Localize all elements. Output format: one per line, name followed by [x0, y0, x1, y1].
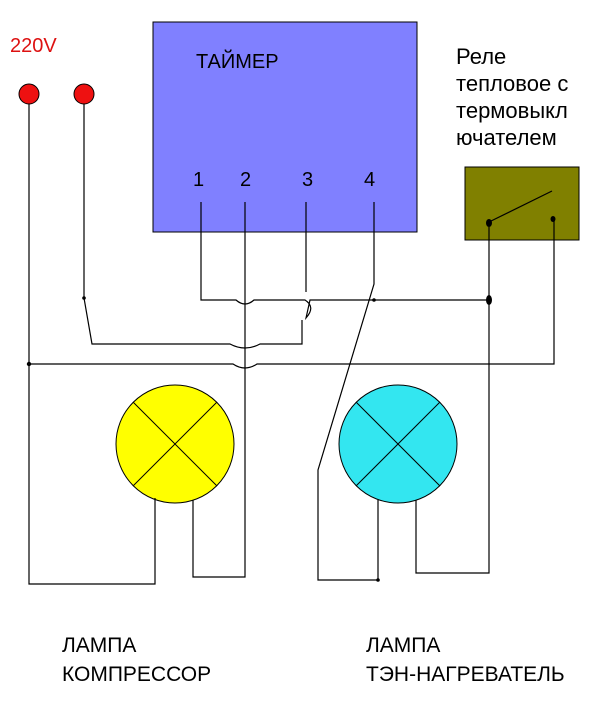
lamp-heater-cross-b [355, 401, 441, 487]
wire-supply-left [28, 104, 156, 585]
lamp-compressor-label-line-1: ЛАМПА [62, 634, 136, 657]
relay-contact-right [550, 216, 556, 222]
relay-box [464, 166, 580, 241]
wire-terminal-4 [317, 202, 379, 581]
wire-common-bus [27, 219, 555, 369]
relay-contact-left [486, 219, 492, 227]
wire-terminal-2 [192, 202, 246, 578]
lamp-compressor-cross-b [132, 401, 218, 487]
wire-relay-lamp-heater [415, 227, 490, 574]
timer-terminal-2: 2 [240, 169, 251, 191]
relay-label-line-2: тепловое с [456, 71, 568, 96]
timer-box [152, 21, 418, 233]
wire-supply-right [83, 104, 303, 349]
junction-supply-right [82, 296, 86, 300]
timer-terminal-4: 4 [364, 169, 375, 191]
wire-terminal-1 [200, 202, 489, 321]
junction-supply-left [26, 361, 32, 367]
junction-lamp-heater-bottom [376, 578, 380, 582]
relay-label-line-3: термовыкл [456, 98, 568, 123]
supply-terminal-right [73, 83, 95, 105]
lamp-heater-label-line-1: ЛАМПА [366, 634, 440, 657]
lamp-compressor-label-line-2: КОМПРЕССОР [62, 663, 211, 686]
lamp-heater-label-line-2: ТЭН-НАГРЕВАТЕЛЬ [366, 663, 565, 686]
relay-label-line-4: ючателем [456, 125, 557, 150]
supply-voltage-label: 220V [10, 35, 57, 57]
timer-title: ТАЙМЕР [196, 49, 279, 73]
junction-terminal-4 [372, 298, 376, 302]
wires [26, 104, 555, 585]
supply-terminal-left [18, 83, 40, 105]
timer-terminal-1: 1 [193, 169, 204, 191]
junction-relay [486, 295, 492, 305]
timer-terminal-3: 3 [302, 169, 313, 191]
relay-label-line-1: Реле [456, 44, 506, 69]
relay-switch-contact [488, 190, 553, 223]
